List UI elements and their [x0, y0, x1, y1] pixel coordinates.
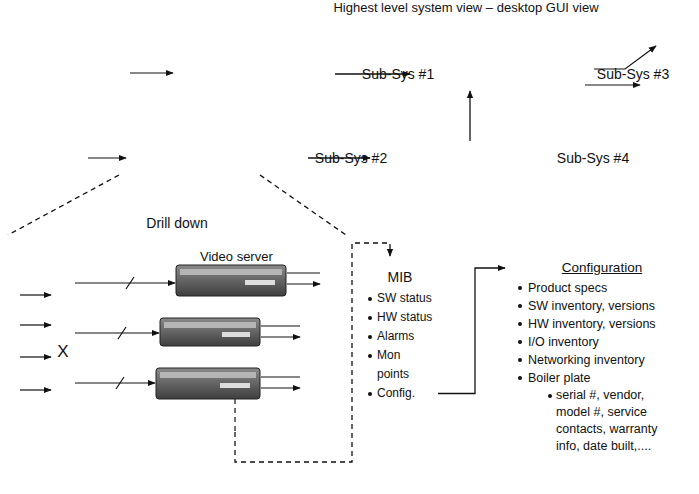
input-arrow [20, 324, 51, 325]
box-outline [118, 141, 318, 175]
component-label: Video server [200, 249, 273, 265]
bullet-dot [368, 316, 372, 320]
config-document: ConfigurationProduct specsSW inventory, … [505, 250, 695, 486]
text-holder: MIB SW statusHW statusAlarmsMon pointsCon… [360, 256, 438, 409]
bullet-dot [518, 376, 522, 380]
box-outline [400, 57, 600, 91]
text-holder: ConfigurationProduct specsSW inventory, … [505, 250, 695, 461]
bullet-dot [518, 304, 522, 308]
feed-arrow [75, 332, 159, 333]
bullet-item: HW status [366, 308, 434, 327]
output-arrow [261, 326, 300, 337]
input-arrow [20, 294, 51, 295]
bullet-item: Alarms [366, 327, 434, 346]
node-outline [118, 141, 318, 175]
node-outline [165, 57, 345, 91]
bullet-item: Config. [366, 384, 434, 403]
plane-outline [2, 17, 697, 193]
text-holder: Sub-Sys #1 [165, 57, 631, 91]
node-label: Sub-Sys #4 [557, 150, 629, 166]
view-title: Highest level system view – desktop GUI … [233, 0, 699, 16]
bullet-item: SW status [366, 289, 434, 308]
bullet-dot [368, 335, 372, 339]
box-side [74, 276, 82, 420]
document-title: MIB [366, 268, 434, 286]
subsystem-box: Sub-Sys #1 [165, 57, 345, 91]
bullet-dot [548, 394, 552, 398]
mib-document: MIB SW statusHW statusAlarmsMon pointsCon… [360, 256, 438, 442]
bullet-item: I/O inventory [515, 333, 689, 351]
bullet-item: Product specs [515, 279, 689, 297]
bullet-dot [518, 322, 522, 326]
box-outline [165, 57, 345, 91]
bullet-dot [368, 297, 372, 301]
node-outline [0, 0, 699, 196]
bullet-item: Networking inventory [515, 351, 689, 369]
connector [8, 175, 346, 235]
bullet-item: Mon points [366, 346, 434, 384]
input-arrow [20, 356, 51, 357]
bullet-dot [518, 286, 522, 290]
text-holder: Drill down [8, 214, 346, 232]
switch-box: X [52, 276, 82, 420]
output-arrow [585, 84, 640, 85]
box-outline [360, 141, 560, 175]
document-outline [360, 256, 438, 442]
bullet-item: Boiler plate [515, 369, 689, 387]
node-label: Sub-Sys #3 [597, 66, 669, 82]
output-arrow [594, 46, 656, 69]
text-holder: Sub-Sys #2 [118, 141, 584, 175]
connector [235, 243, 390, 462]
box-top [52, 276, 82, 284]
text-holder: Highest level system view – desktop GUI … [233, 0, 699, 16]
document-shadow [364, 260, 442, 446]
node-label: Sub-Sys #1 [362, 66, 434, 82]
node-outline [360, 141, 560, 175]
video-server [156, 265, 286, 399]
output-arrow [287, 273, 320, 284]
bullet-item: HW inventory, versions [515, 315, 689, 333]
sub-bullet-item: serial #, vendor, model #, service conta… [545, 387, 677, 455]
leader-line [234, 399, 235, 432]
text-holder: Sub-Sys #3 [400, 57, 699, 91]
node-label: Sub-Sys #2 [315, 150, 387, 166]
output-arrow [261, 377, 300, 388]
feed-arrow [75, 382, 155, 383]
bullet-dot [368, 354, 372, 358]
connector [438, 268, 505, 394]
drill-down-box: Drill downX [8, 235, 346, 432]
feed-arrow [75, 282, 175, 283]
bullet-dot [518, 358, 522, 362]
box-outline [9, 236, 346, 432]
box-front [52, 284, 74, 420]
input-arrow [20, 389, 51, 390]
input-arrow [130, 72, 173, 73]
bus-slash [116, 277, 134, 389]
bullet-dot [368, 392, 372, 396]
box-heading: Drill down [8, 214, 346, 232]
system-plane: Highest level system view – desktop GUI … [0, 0, 699, 196]
node-outline [8, 235, 346, 432]
subsystem-box: Sub-Sys #2 [118, 141, 318, 175]
node-label: X [57, 343, 68, 361]
text-holder: X [52, 284, 74, 420]
text-holder: Sub-Sys #4 [360, 141, 699, 175]
document-title: Configuration [515, 259, 689, 277]
connector [469, 91, 470, 141]
page-fold [360, 428, 374, 442]
subsystem-box: Sub-Sys #4 [360, 141, 560, 175]
document-shadow [509, 254, 699, 490]
bullet-item: SW inventory, versions [515, 297, 689, 315]
bullet-dot [518, 340, 522, 344]
document-outline [505, 250, 695, 486]
input-arrow [88, 157, 126, 158]
page-fold [505, 472, 519, 486]
